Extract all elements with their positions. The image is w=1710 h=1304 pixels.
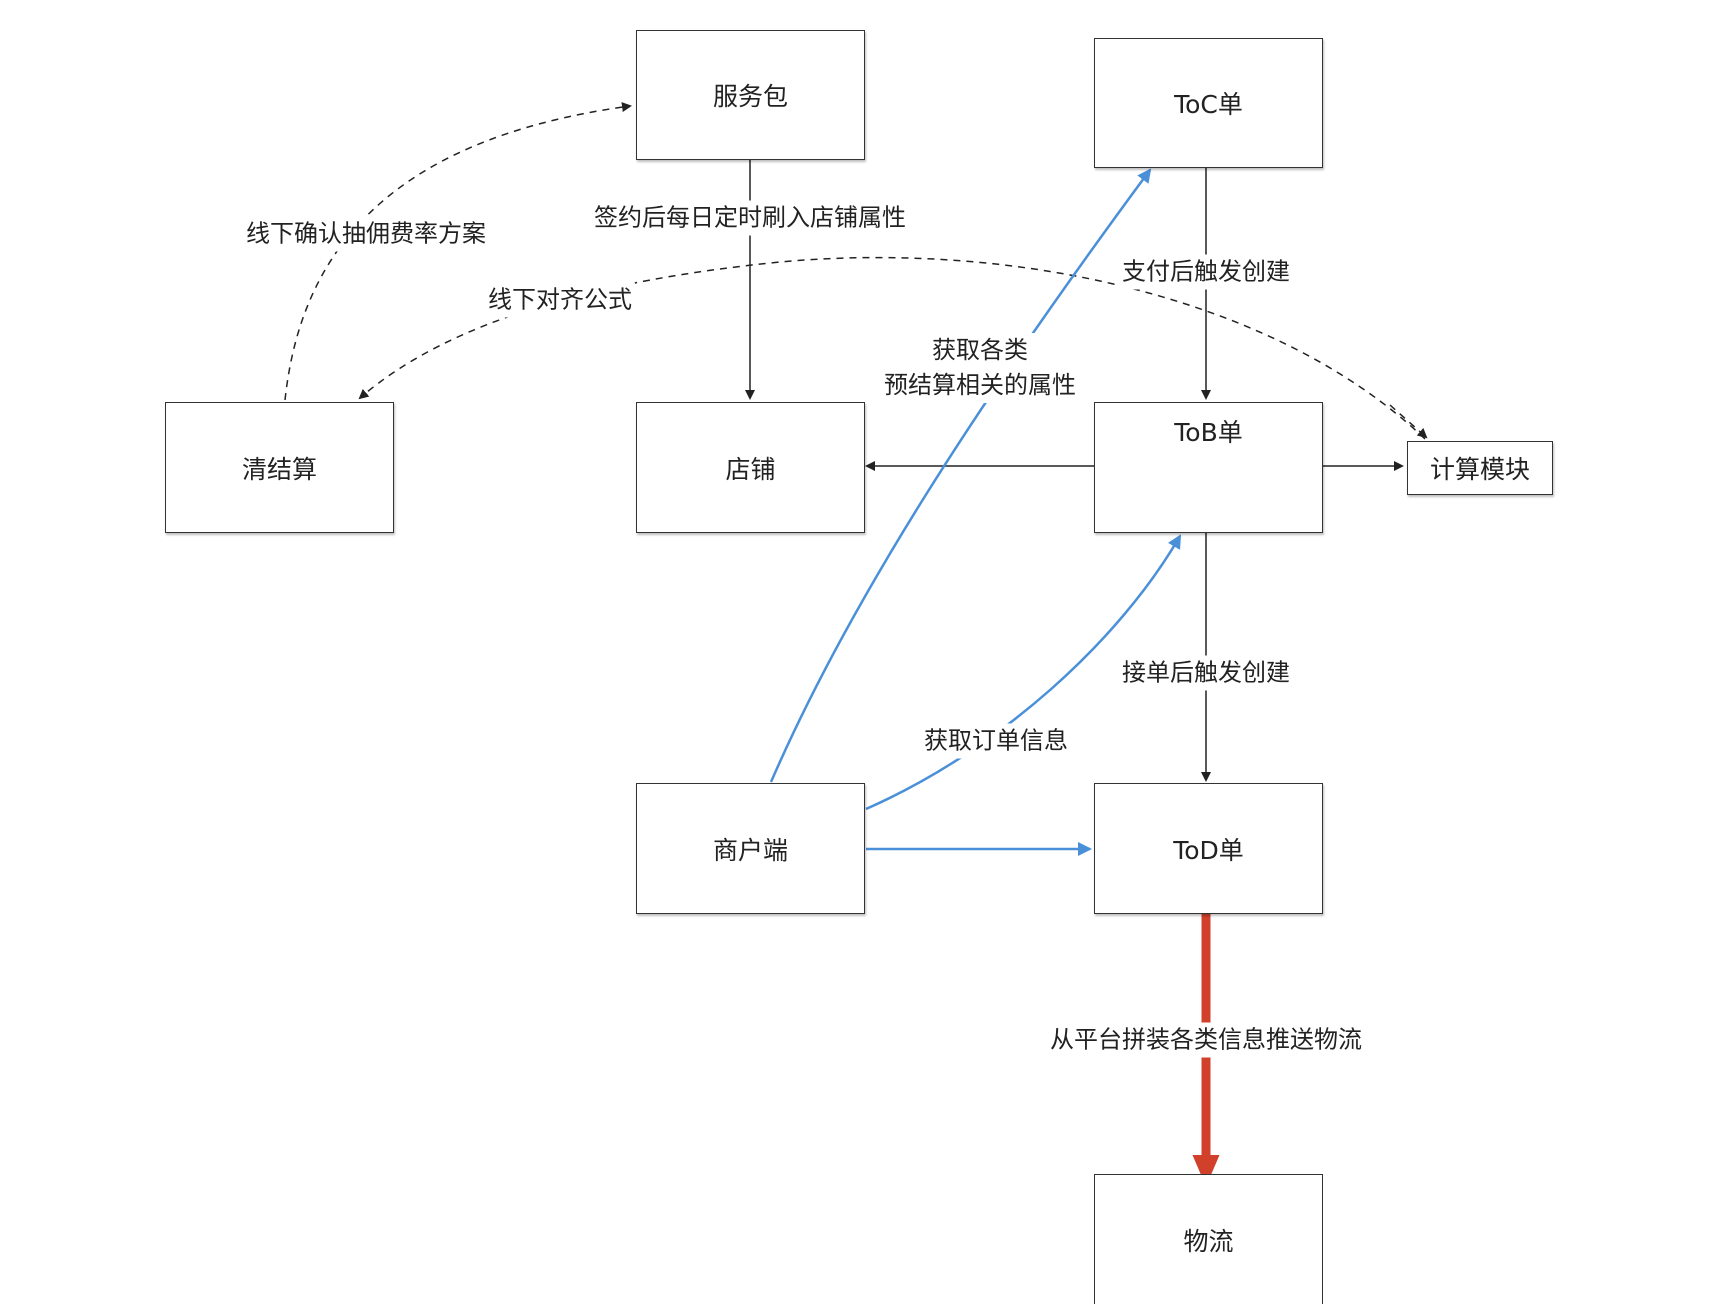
label-tod-to-logistics: 从平台拼装各类信息推送物流 bbox=[1047, 1022, 1365, 1058]
label-merchant-to-toc-line2: 预结算相关的属性 bbox=[884, 371, 1076, 399]
label-calc-to-settle: 线下对齐公式 bbox=[485, 282, 635, 318]
node-tob-order: ToB单 bbox=[1094, 402, 1323, 533]
node-toc-order-label: ToC单 bbox=[1174, 90, 1243, 119]
label-settle-to-service-text: 线下确认抽佣费率方案 bbox=[246, 219, 486, 248]
node-calc-module: 计算模块 bbox=[1407, 441, 1553, 495]
edge-calc-to-settle bbox=[358, 256, 1426, 440]
node-store: 店铺 bbox=[636, 402, 865, 533]
label-tob-to-tod-text: 接单后触发创建 bbox=[1122, 658, 1290, 687]
node-tod-order: ToD单 bbox=[1094, 783, 1323, 914]
node-clearing-settlement-label: 清结算 bbox=[241, 454, 317, 484]
label-merchant-to-tob-text: 获取订单信息 bbox=[924, 726, 1068, 755]
edge-settle-to-service bbox=[284, 102, 632, 401]
node-toc-order: ToC单 bbox=[1094, 38, 1323, 168]
edge-merchant-to-toc bbox=[769, 168, 1152, 783]
node-tod-order-label: ToD单 bbox=[1173, 835, 1244, 865]
label-merchant-to-toc: 获取各类 预结算相关的属性 bbox=[881, 333, 1079, 403]
label-toc-to-tob-text: 支付后触发创建 bbox=[1122, 257, 1290, 286]
node-service-package-label: 服务包 bbox=[712, 82, 788, 111]
label-service-to-store-text: 签约后每日定时刷入店铺属性 bbox=[594, 203, 906, 232]
node-merchant-client: 商户端 bbox=[636, 783, 865, 914]
node-logistics-label: 物流 bbox=[1183, 1226, 1234, 1256]
edge-tod-to-logistics-arrowhead bbox=[1192, 1155, 1220, 1187]
edge-calc-arrowhead bbox=[1389, 404, 1428, 439]
edge-merchant-to-tob bbox=[865, 534, 1182, 811]
label-tod-to-logistics-text: 从平台拼装各类信息推送物流 bbox=[1050, 1025, 1362, 1054]
label-service-to-store: 签约后每日定时刷入店铺属性 bbox=[591, 200, 909, 236]
label-merchant-to-tob: 获取订单信息 bbox=[921, 723, 1071, 759]
node-calc-module-label: 计算模块 bbox=[1429, 455, 1530, 484]
node-merchant-client-label: 商户端 bbox=[712, 835, 788, 865]
label-tob-to-tod: 接单后触发创建 bbox=[1119, 655, 1293, 691]
node-tob-order-label: ToB单 bbox=[1174, 418, 1243, 447]
node-service-package: 服务包 bbox=[636, 30, 865, 160]
label-settle-to-service: 线下确认抽佣费率方案 bbox=[243, 216, 489, 252]
label-merchant-to-toc-line1: 获取各类 bbox=[932, 336, 1028, 364]
label-toc-to-tob: 支付后触发创建 bbox=[1119, 254, 1293, 290]
label-calc-to-settle-text: 线下对齐公式 bbox=[488, 285, 632, 314]
node-logistics: 物流 bbox=[1094, 1174, 1323, 1304]
node-store-label: 店铺 bbox=[725, 454, 776, 484]
node-clearing-settlement: 清结算 bbox=[165, 402, 394, 533]
